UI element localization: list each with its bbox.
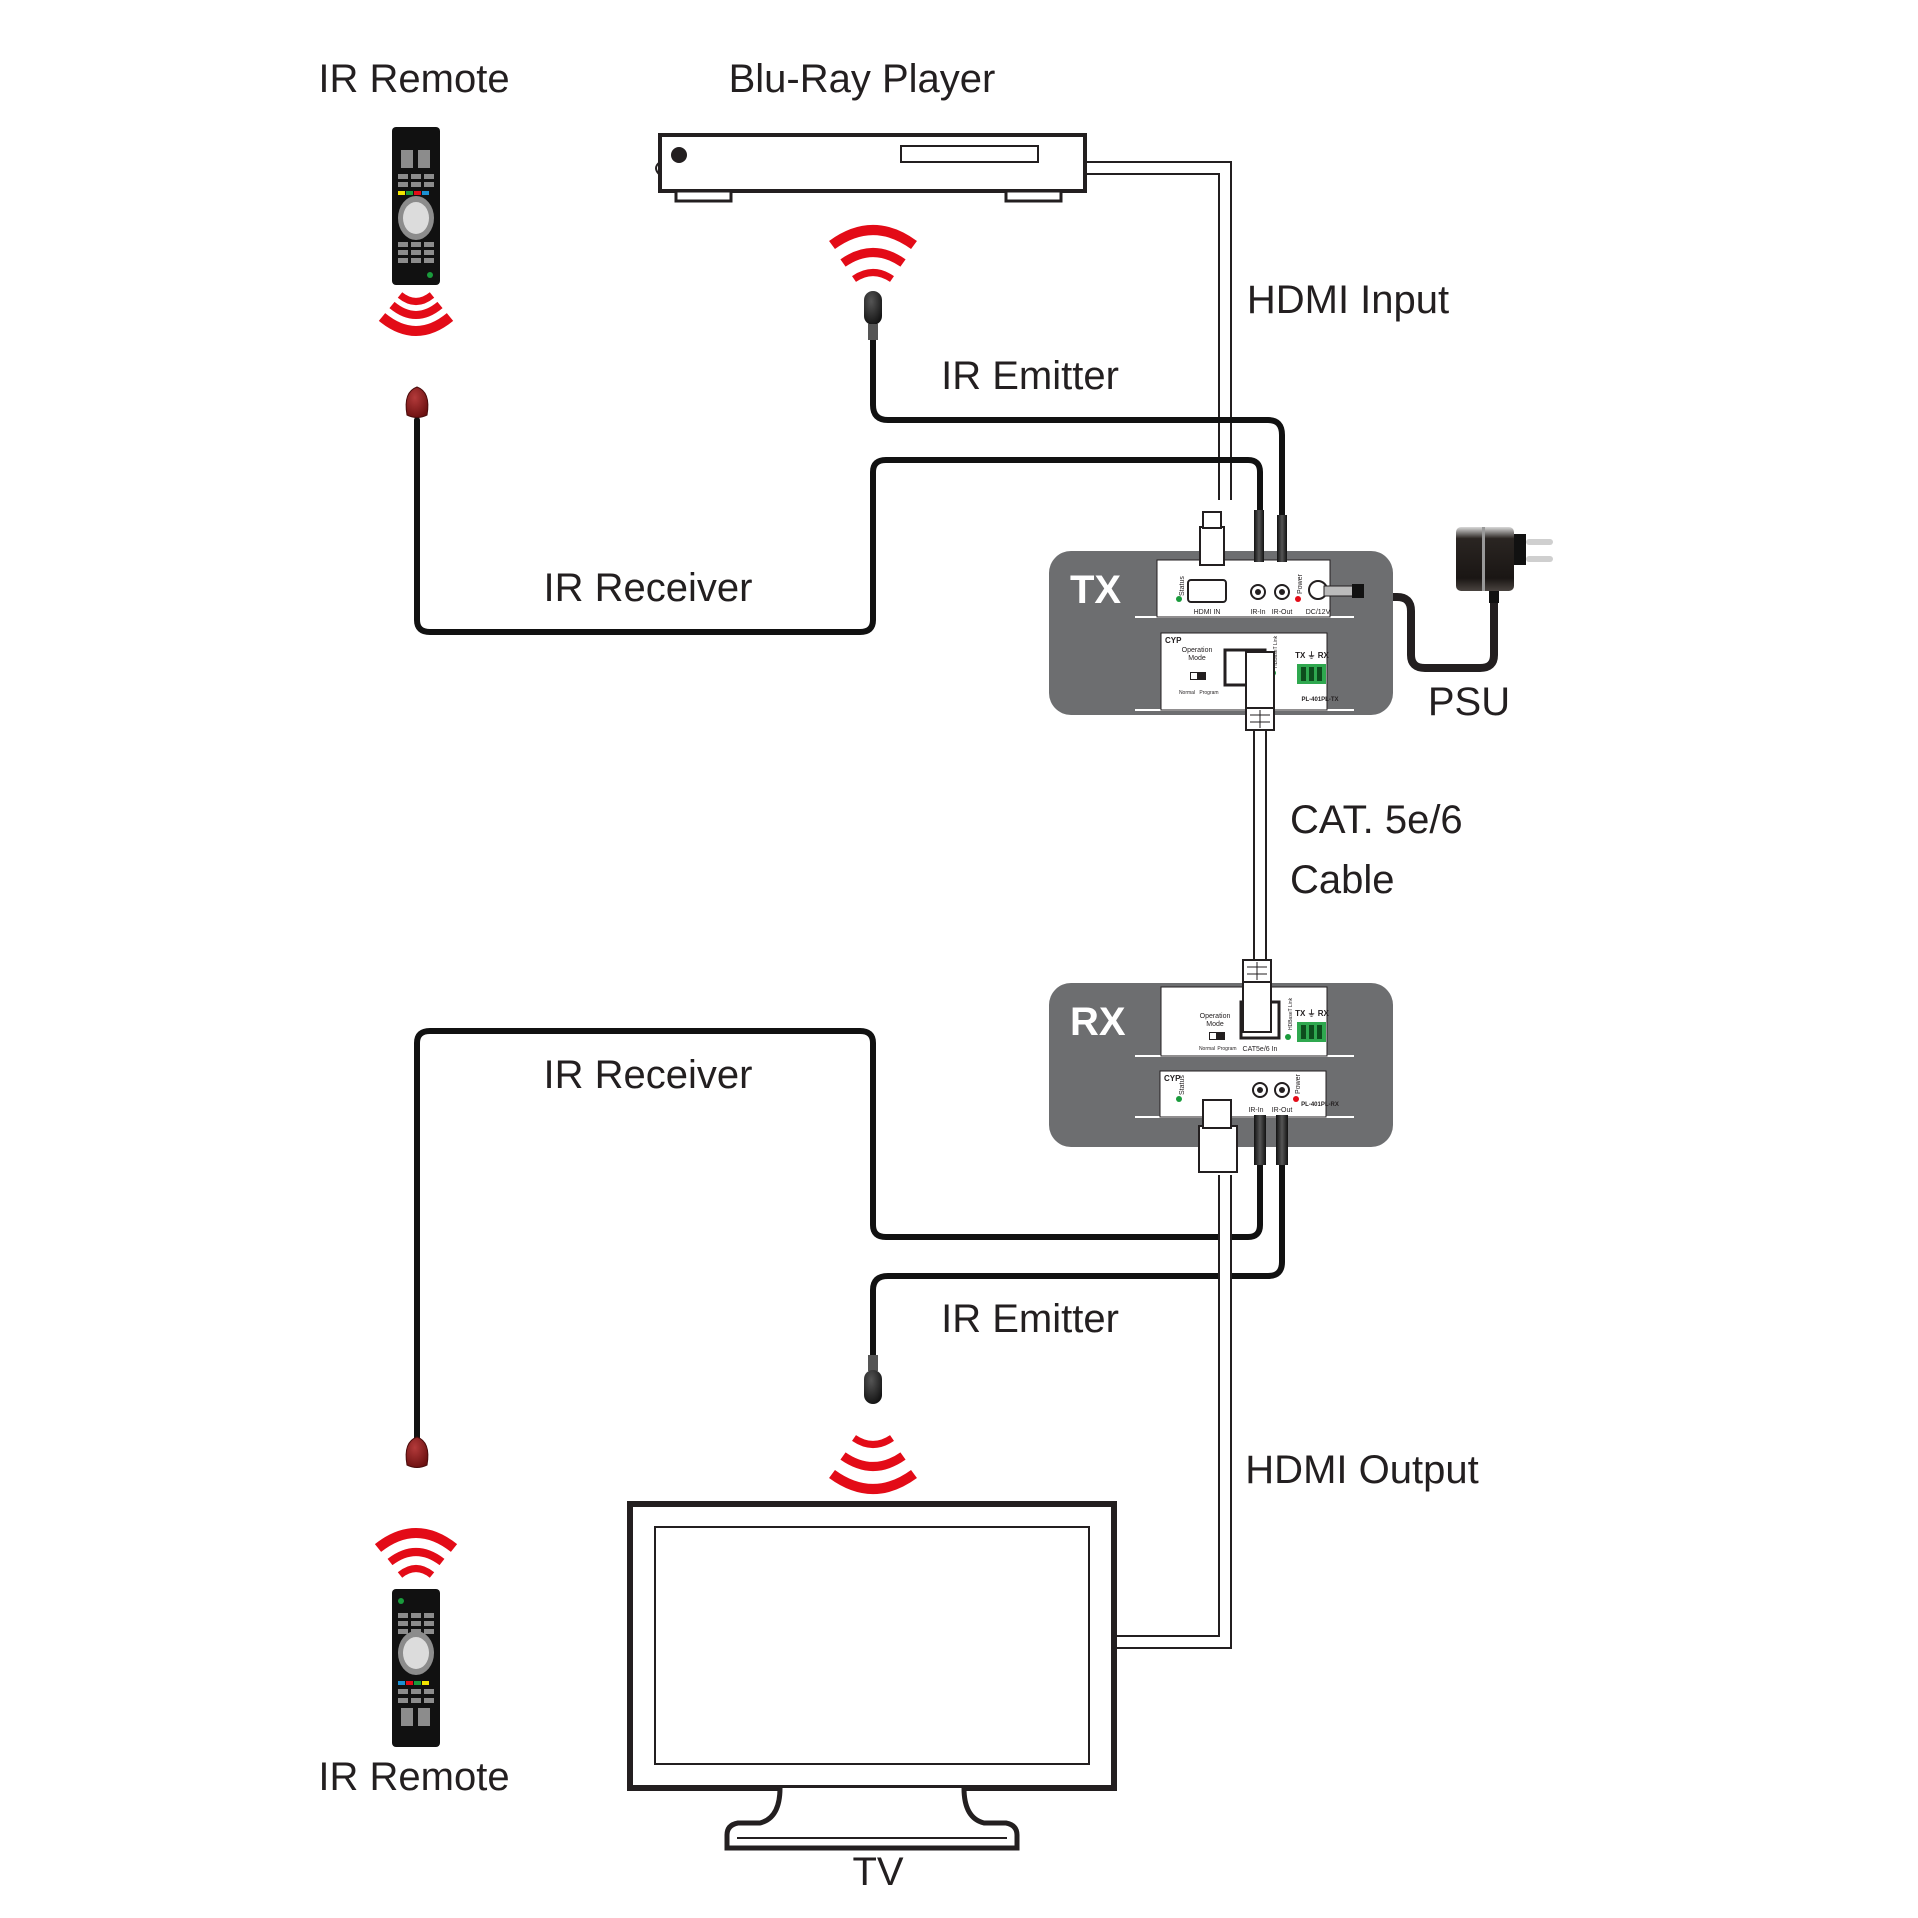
status-label: Status xyxy=(1179,576,1186,596)
rj45-plug xyxy=(1245,651,1275,731)
status-led xyxy=(1176,1096,1182,1102)
ir-emitter-head-icon xyxy=(864,291,882,325)
program-label: Program xyxy=(1217,1046,1236,1052)
cyp-logo: CYP xyxy=(1165,636,1182,645)
psu-cable xyxy=(1360,593,1498,672)
power-label: Power xyxy=(1297,573,1304,594)
tv-icon xyxy=(627,1501,1117,1851)
tx-front-panel: Status HDMI IN IR-In IR-Out Power DC/12V xyxy=(1135,559,1354,618)
hdbaset-link-led xyxy=(1285,1034,1291,1040)
ir-signal-icon xyxy=(374,1528,458,1578)
operation-mode-switch xyxy=(1190,672,1206,680)
hdmi-in-label: HDMI IN xyxy=(1194,609,1221,616)
tv: TV xyxy=(627,1501,1117,1894)
cat-in-label: CAT5e/6 In xyxy=(1243,1046,1278,1053)
dc-plug xyxy=(1323,585,1355,597)
model-label: PL-401PL-TX xyxy=(1301,697,1338,703)
normal-label: Normal xyxy=(1179,690,1195,696)
ir-receiver-eye-icon xyxy=(405,386,429,418)
op-mode-label-2: Mode xyxy=(1188,655,1206,662)
ir-emitter-bottom xyxy=(829,1355,917,1494)
ir-emitter-head-icon xyxy=(864,1370,882,1404)
hdmi-input-cable xyxy=(1085,161,1232,500)
ir-remote-bottom-label: IR Remote xyxy=(318,1755,509,1799)
rx-front-panel: CYP Status IR-In IR-Out Power PL-401PL-R… xyxy=(1135,1070,1354,1118)
ir-signal-icon xyxy=(829,1435,917,1494)
ir-out-label: IR-Out xyxy=(1272,1107,1293,1114)
hdmi-output-cable xyxy=(1117,1175,1232,1649)
ir-signal-icon xyxy=(829,225,917,282)
hdmi-plug xyxy=(1199,526,1225,566)
ir-signal-icon xyxy=(378,292,454,336)
model-label: PL-401PL-RX xyxy=(1301,1102,1339,1108)
ir-receiver-eye-icon-bottom xyxy=(405,1436,429,1468)
link-label: HDBaseT Link xyxy=(1288,997,1294,1030)
ir-emitter-top: IR Emitter xyxy=(829,225,1119,398)
ir-emitter-top-label: IR Emitter xyxy=(941,354,1119,398)
ir-remote-top-label: IR Remote xyxy=(318,57,509,101)
op-mode-label: Operation xyxy=(1182,647,1213,654)
psu-label: PSU xyxy=(1428,680,1510,724)
status-label: Status xyxy=(1179,1075,1186,1095)
rj45-plug xyxy=(1242,959,1272,1033)
ir-emitter-cable-top xyxy=(870,337,1285,533)
tx-device: TX Status HDMI IN IR-In IR-Out Power DC/… xyxy=(1049,510,1393,731)
power-adapter-icon xyxy=(1456,527,1553,603)
normal-label: Normal xyxy=(1199,1046,1215,1052)
status-led xyxy=(1176,596,1182,602)
program-label: Program xyxy=(1199,690,1218,696)
remote-control-icon xyxy=(392,127,440,285)
tx-back-panel: CYP Operation Mode Normal Program HDBase… xyxy=(1135,632,1354,711)
ir-receiver-cable-top xyxy=(414,417,1263,635)
ir-remote-bottom: IR Remote xyxy=(318,1528,510,1799)
ir-in-label: IR-In xyxy=(1250,609,1265,616)
hdmi-output-label: HDMI Output xyxy=(1245,1448,1478,1492)
hdmi-input-label: HDMI Input xyxy=(1247,278,1449,322)
cyp-logo: CYP xyxy=(1164,1074,1181,1083)
operation-mode-switch xyxy=(1209,1032,1225,1040)
bluray-player-icon xyxy=(655,133,1087,203)
ir-receiver-bottom-label: IR Receiver xyxy=(544,1053,753,1097)
dc-label: DC/12V xyxy=(1306,609,1331,616)
hdmi-plug xyxy=(1198,1125,1238,1173)
ir-in-label: IR-In xyxy=(1248,1107,1263,1114)
ir-receiver-cable-bottom xyxy=(414,1028,1263,1443)
rs232-label: TX ⏚ RX xyxy=(1295,1009,1329,1018)
power-label: Power xyxy=(1295,1073,1302,1094)
remote-control-icon xyxy=(392,1589,440,1747)
power-led xyxy=(1293,1096,1299,1102)
bluray-label: Blu-Ray Player xyxy=(729,57,996,101)
op-mode-label: Operation xyxy=(1200,1013,1231,1020)
rx-device: RX Operation Mode Normal Program CAT5e/6… xyxy=(1049,959,1393,1173)
tv-label: TV xyxy=(852,1850,903,1894)
ir-remote-top: IR Remote xyxy=(318,57,510,418)
rx-title: RX xyxy=(1070,1000,1126,1044)
op-mode-label-2: Mode xyxy=(1206,1021,1224,1028)
tx-title: TX xyxy=(1070,568,1121,612)
hdmi-in-port xyxy=(1187,579,1227,603)
ir-out-label: IR-Out xyxy=(1272,609,1293,616)
cat-cable-label-1: CAT. 5e/6 xyxy=(1290,798,1463,842)
link-label: HDBaseT Link xyxy=(1273,635,1279,668)
psu: PSU xyxy=(1428,527,1553,724)
cat-cable-label-2: Cable xyxy=(1290,858,1395,902)
power-led xyxy=(1295,596,1301,602)
ir-emitter-bottom-label: IR Emitter xyxy=(941,1297,1119,1341)
bluray-player: Blu-Ray Player xyxy=(655,57,1087,203)
rs232-label: TX ⏚ RX xyxy=(1295,651,1329,660)
ir-emitter-cable-bottom xyxy=(870,1142,1285,1363)
ir-receiver-top-label: IR Receiver xyxy=(544,566,753,610)
